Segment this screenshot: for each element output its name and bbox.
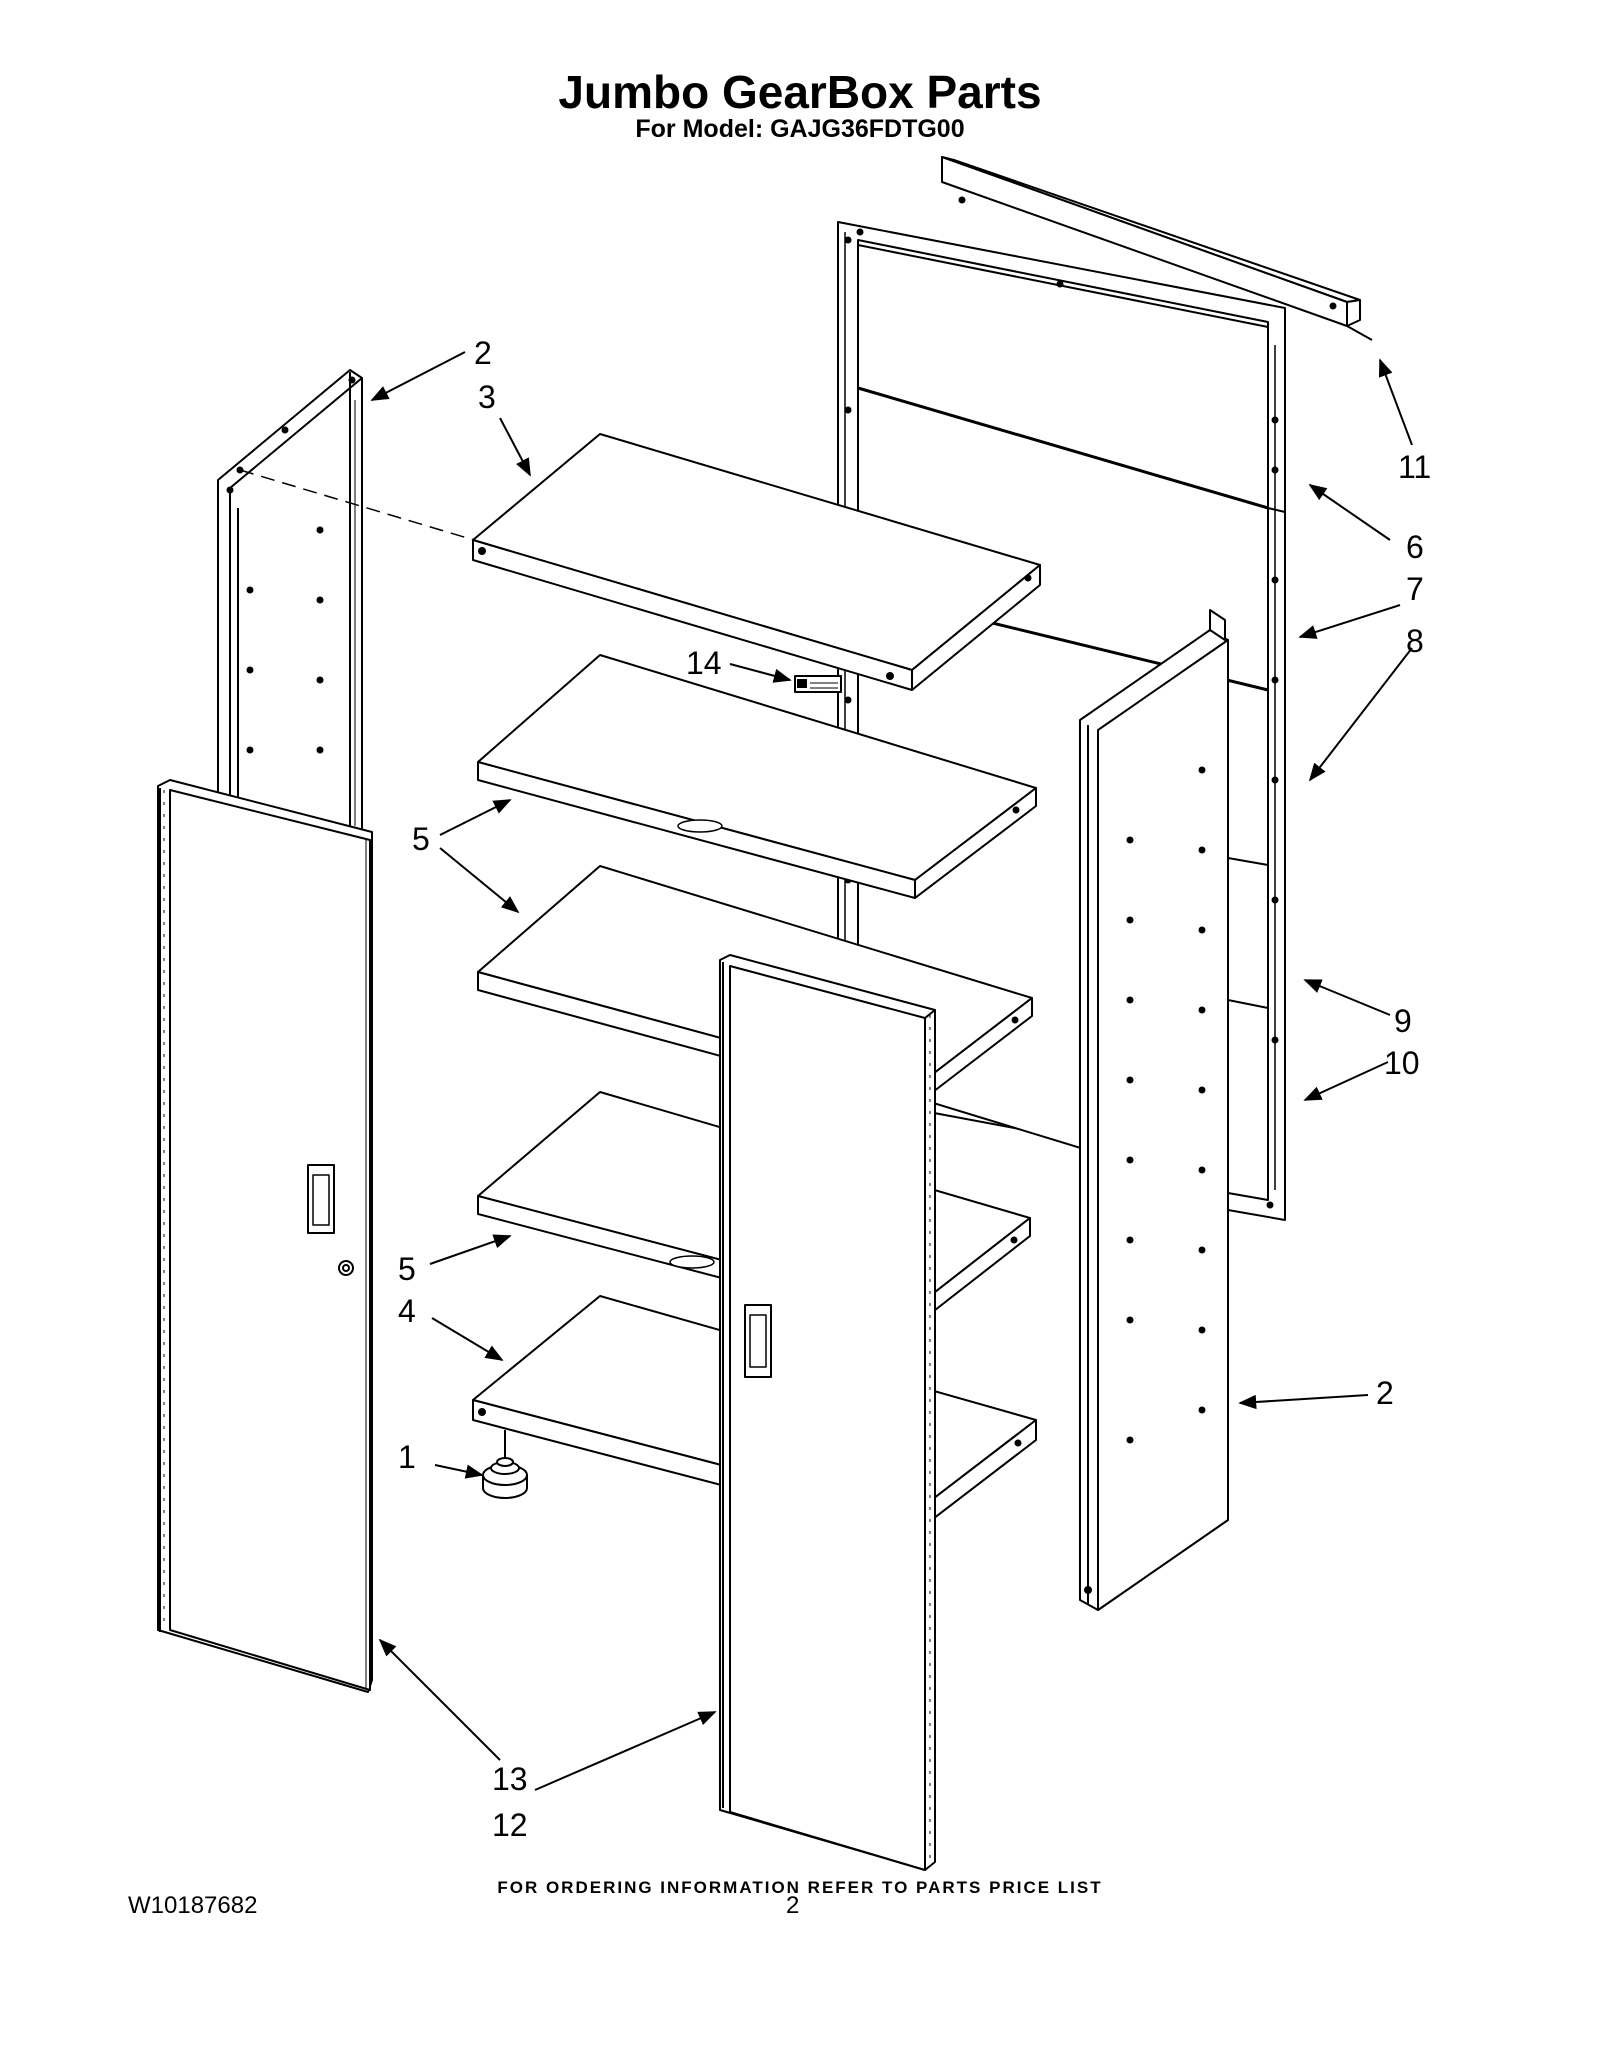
leveling-foot-part-1 <box>482 1430 528 1499</box>
callout-3: 3 <box>478 379 496 415</box>
alignment-dashed-line <box>239 469 475 541</box>
right-door-part-12 <box>719 954 936 1871</box>
callout-8: 8 <box>1406 623 1424 659</box>
callout-labels: 2 3 14 5 5 4 1 2 11 6 7 8 9 10 13 12 <box>398 335 1431 1843</box>
callout-7: 7 <box>1406 571 1424 607</box>
left-side-panel-part-2 <box>217 369 363 833</box>
left-door-part-13 <box>157 779 373 1693</box>
callout-6: 6 <box>1406 529 1424 565</box>
callout-11: 11 <box>1398 449 1431 485</box>
model-subtitle: For Model: GAJG36FDTG00 <box>635 115 965 143</box>
callout-5-upper: 5 <box>412 821 430 857</box>
callout-14: 14 <box>686 645 722 681</box>
callout-1: 1 <box>398 1439 416 1475</box>
callout-4: 4 <box>398 1293 416 1329</box>
page-title: Jumbo GearBox Parts <box>558 66 1042 118</box>
right-side-panel-part-2 <box>1079 609 1229 1611</box>
shelf-upper-part-5 <box>477 654 1037 899</box>
callout-9: 9 <box>1394 1003 1412 1039</box>
callout-2-top: 2 <box>474 335 492 371</box>
warning-label-part-14 <box>794 675 842 693</box>
callout-10: 10 <box>1384 1045 1420 1081</box>
document-number: W10187682 <box>128 1892 258 1919</box>
ordering-note: FOR ORDERING INFORMATION REFER TO PARTS … <box>497 1878 1103 1897</box>
callout-2-right: 2 <box>1376 1375 1394 1411</box>
top-bracket-part-11 <box>941 156 1373 341</box>
top-shelf-part-3 <box>472 433 1041 691</box>
callout-13: 13 <box>492 1761 528 1797</box>
callout-leaders <box>370 351 1413 1791</box>
page-number: 2 <box>786 1892 800 1919</box>
callout-5-lower: 5 <box>398 1251 416 1287</box>
callout-12: 12 <box>492 1807 528 1843</box>
